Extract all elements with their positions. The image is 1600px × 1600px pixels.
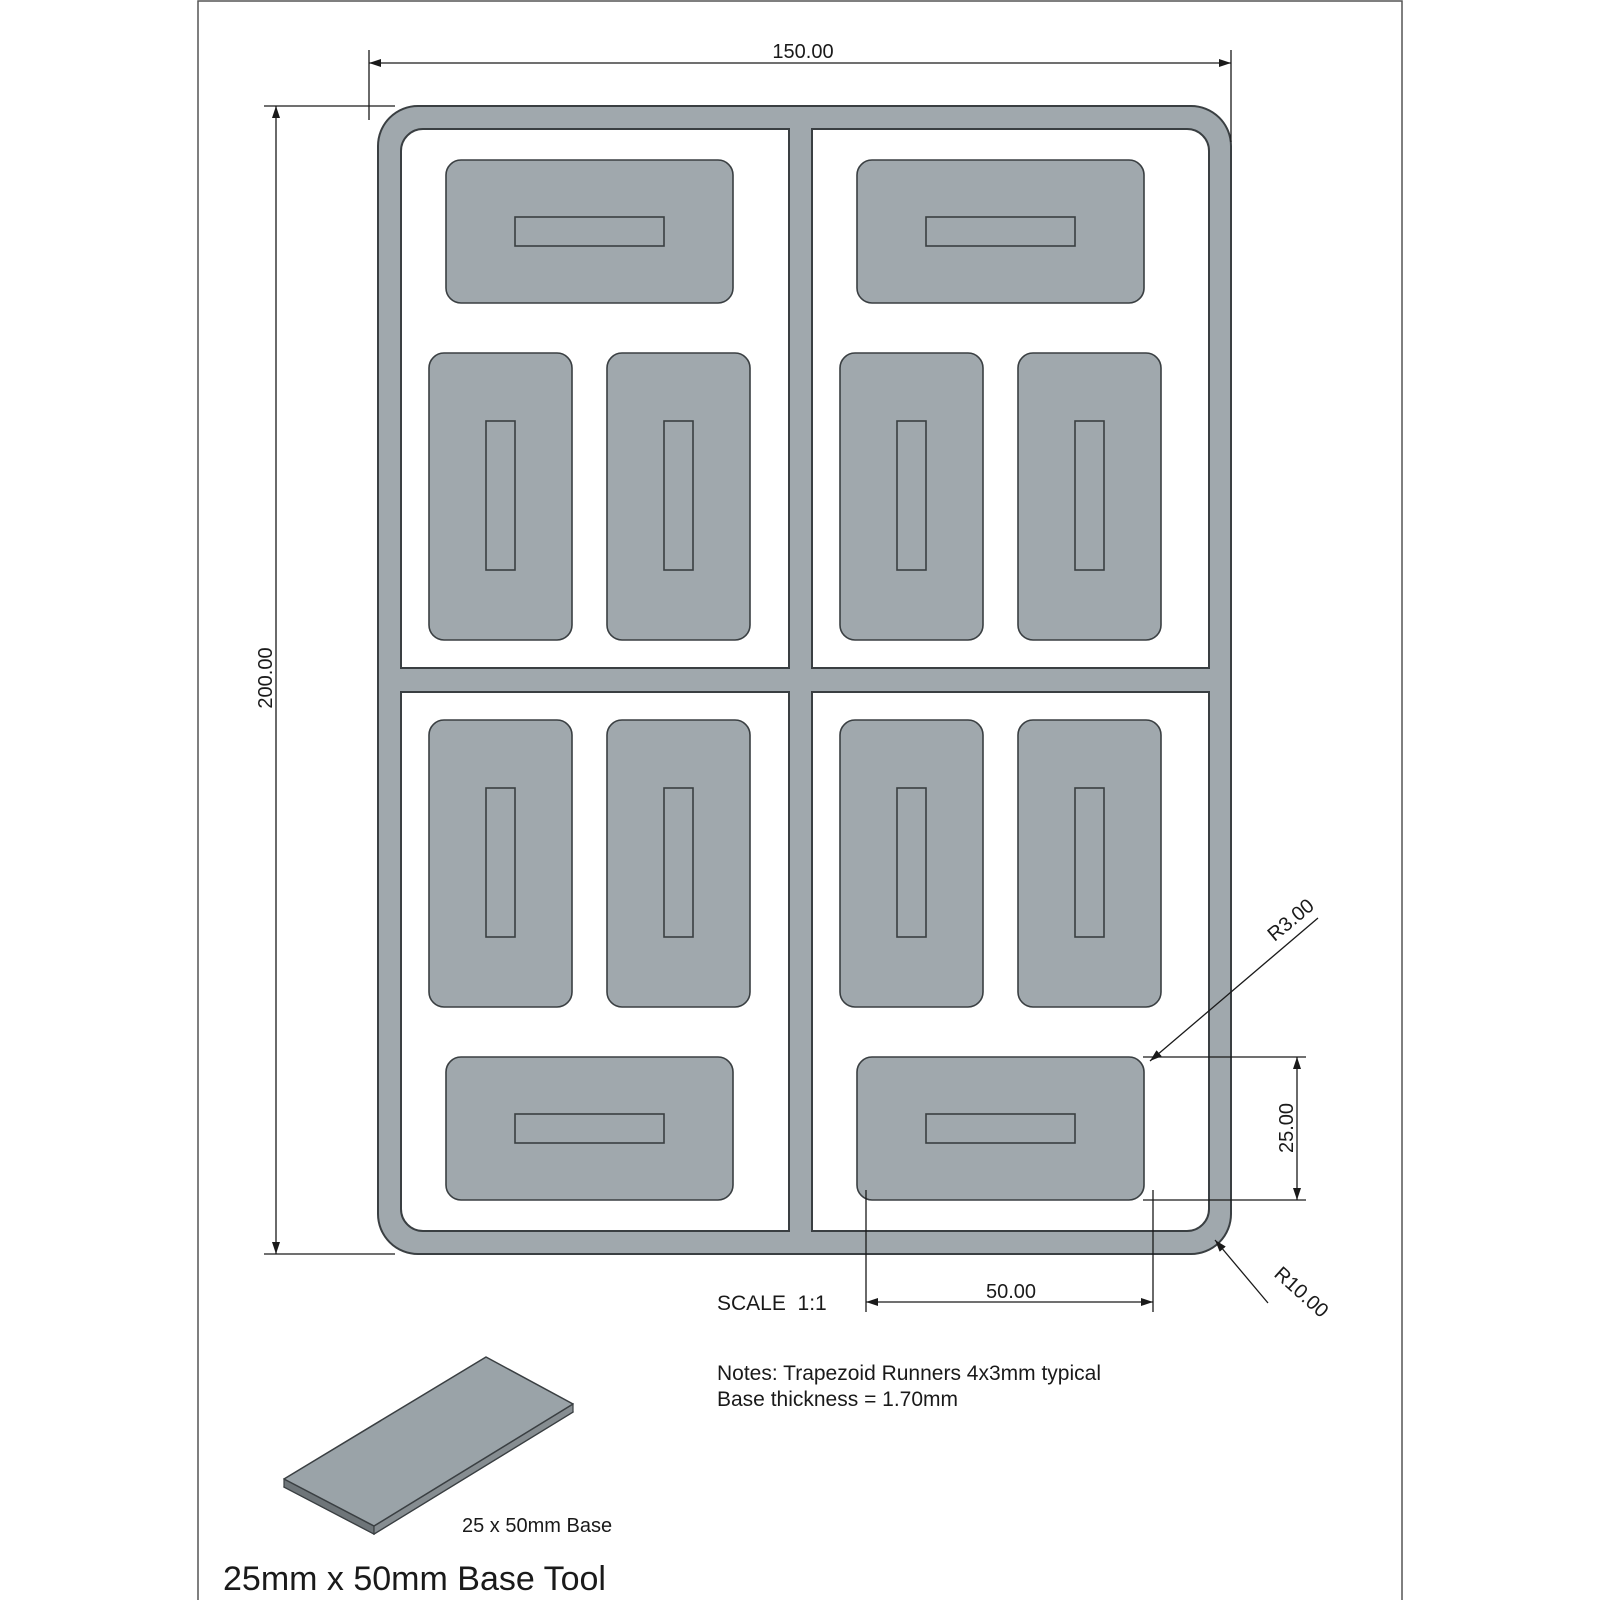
runner-slot [663,420,694,571]
runner-slot [1074,420,1105,571]
runner-slot [896,787,927,938]
runner-slot [663,787,694,938]
dim-text-base-length: 50.00 [986,1281,1036,1303]
dim-text-base-width: 25.00 [1276,1103,1298,1153]
runner-slot [1074,787,1105,938]
dim-text-overall-width: 150.00 [772,41,833,63]
drawing-title: 25mm x 50mm Base Tool [223,1560,606,1598]
runner-slot [925,216,1076,247]
isometric-base-view [283,1356,574,1536]
runner-slot [514,216,665,247]
runner-slot [925,1113,1076,1144]
dimension-base-width [1143,1056,1306,1201]
runner-slot [485,787,516,938]
sprue-frame [377,105,1232,1255]
dimension-base-length [865,1190,1154,1312]
runner-slot [514,1113,665,1144]
dim-text-overall-height: 200.00 [255,647,277,708]
isometric-base-label: 25 x 50mm Base [462,1515,612,1537]
runner-slot [896,420,927,571]
dim-text-base-radius: R3.00 [1264,895,1319,946]
note-runners: Notes: Trapezoid Runners 4x3mm typical [717,1362,1101,1385]
bases-group [428,159,1162,1201]
runner-slot [485,420,516,571]
note-thickness: Base thickness = 1.70mm [717,1388,958,1411]
scale-label: SCALE 1:1 [717,1292,827,1315]
leader-frame-radius [1214,1239,1269,1304]
sheet-border [197,0,1403,1600]
dimension-overall-width [368,50,1232,142]
leader-base-radius [1149,917,1319,1062]
dimension-overall-height [264,105,395,1255]
dim-text-frame-radius: R10.00 [1270,1263,1333,1323]
